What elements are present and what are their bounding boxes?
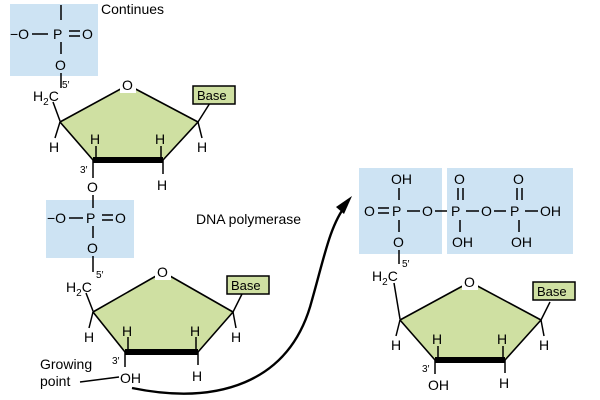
reaction-arrow: DNA polymerase bbox=[131, 196, 352, 395]
top-phosphate-box bbox=[10, 4, 98, 76]
bottom-ring-o: O bbox=[157, 264, 168, 280]
incoming-base-label: Base bbox=[537, 284, 567, 299]
top-h-c4: H bbox=[49, 139, 59, 155]
incoming-nucleotide: OH O P O O P O OH O P OH OH O H2C 5′ bbox=[359, 168, 576, 393]
top-c3-label: 3′ bbox=[80, 165, 88, 176]
incoming-h-c4: H bbox=[391, 337, 401, 353]
incoming-3-oh: OH bbox=[428, 377, 449, 393]
mid-phosphorus: P bbox=[86, 210, 95, 226]
bottom-h-c1: H bbox=[231, 329, 241, 345]
top-h2c: H2C bbox=[33, 88, 59, 108]
beta-phosphorus: P bbox=[451, 203, 460, 219]
top-h-c2-down: H bbox=[157, 177, 167, 193]
gamma-double-o: O bbox=[513, 171, 524, 187]
incoming-h-c2-up: H bbox=[497, 331, 507, 347]
incoming-5-o: O bbox=[393, 234, 404, 250]
top-h-c3-up: H bbox=[90, 131, 100, 147]
top-sugar-ring bbox=[59, 84, 199, 161]
alpha-phosphorus: P bbox=[392, 203, 401, 219]
beta-gamma-bridge-o: O bbox=[481, 203, 492, 219]
bottom-nucleotide: H2C 5′ O Base H H H H H 3′ OH Growing po… bbox=[40, 264, 270, 389]
bottom-sugar-ring bbox=[92, 271, 234, 353]
mid-bridge-o: O bbox=[87, 240, 98, 256]
growing-point-label-1: Growing bbox=[40, 356, 92, 372]
incoming-h-c2-down: H bbox=[499, 375, 509, 391]
top-h-c2-up: H bbox=[155, 131, 165, 147]
bottom-h2c: H2C bbox=[66, 279, 92, 299]
linking-phosphate: O −O P O O bbox=[46, 179, 134, 272]
top-bridge-o: O bbox=[55, 57, 66, 73]
bottom-c5-label: 5′ bbox=[96, 270, 104, 281]
incoming-c5-label: 5′ bbox=[402, 259, 410, 270]
beta-oh: OH bbox=[452, 234, 473, 250]
incoming-h2c: H2C bbox=[372, 268, 398, 288]
incoming-h-c1: H bbox=[539, 337, 549, 353]
top-base-label: Base bbox=[197, 88, 227, 103]
alpha-double-o: O bbox=[364, 203, 375, 219]
bottom-base-label: Base bbox=[231, 278, 261, 293]
top-phosphorus: P bbox=[53, 26, 62, 42]
bottom-c3-label: 3′ bbox=[112, 356, 120, 367]
top-double-o: O bbox=[82, 26, 93, 42]
growing-point-oh: OH bbox=[120, 370, 141, 386]
incoming-sugar-ring bbox=[399, 281, 542, 361]
dna-polymerase-label: DNA polymerase bbox=[196, 211, 301, 227]
mid-top-o: O bbox=[87, 179, 98, 195]
top-nucleotide: −O P O O Continues H2C 5′ O Base H H H H… bbox=[10, 1, 236, 193]
incoming-ring-o: O bbox=[464, 274, 475, 290]
bottom-h-c4: H bbox=[84, 329, 94, 345]
mid-double-o: O bbox=[115, 210, 126, 226]
top-o-minus: −O bbox=[10, 26, 29, 42]
mid-o-minus: −O bbox=[47, 210, 66, 226]
growing-point-label-2: point bbox=[40, 373, 70, 389]
bottom-h-c2-down: H bbox=[192, 368, 202, 384]
gamma-oh-bottom: OH bbox=[511, 234, 532, 250]
alpha-oh: OH bbox=[391, 171, 412, 187]
bottom-h-c2-up: H bbox=[190, 323, 200, 339]
gamma-oh-right: OH bbox=[540, 203, 561, 219]
alpha-beta-bridge-o: O bbox=[422, 203, 433, 219]
bottom-base-box bbox=[226, 275, 270, 295]
incoming-base-box bbox=[532, 281, 576, 301]
top-c5-label: 5′ bbox=[62, 80, 70, 91]
alpha-phosphate-box bbox=[359, 168, 442, 254]
beta-double-o: O bbox=[454, 171, 465, 187]
top-base-box bbox=[192, 85, 236, 105]
bottom-h-c3-up: H bbox=[122, 323, 132, 339]
continues-label: Continues bbox=[101, 1, 164, 17]
incoming-c3-label: 3′ bbox=[422, 364, 430, 375]
gamma-phosphorus: P bbox=[510, 203, 519, 219]
top-ring-o: O bbox=[122, 77, 133, 93]
incoming-h-c3-up: H bbox=[432, 331, 442, 347]
top-h-c1: H bbox=[197, 139, 207, 155]
middle-phosphate-box bbox=[46, 200, 134, 258]
